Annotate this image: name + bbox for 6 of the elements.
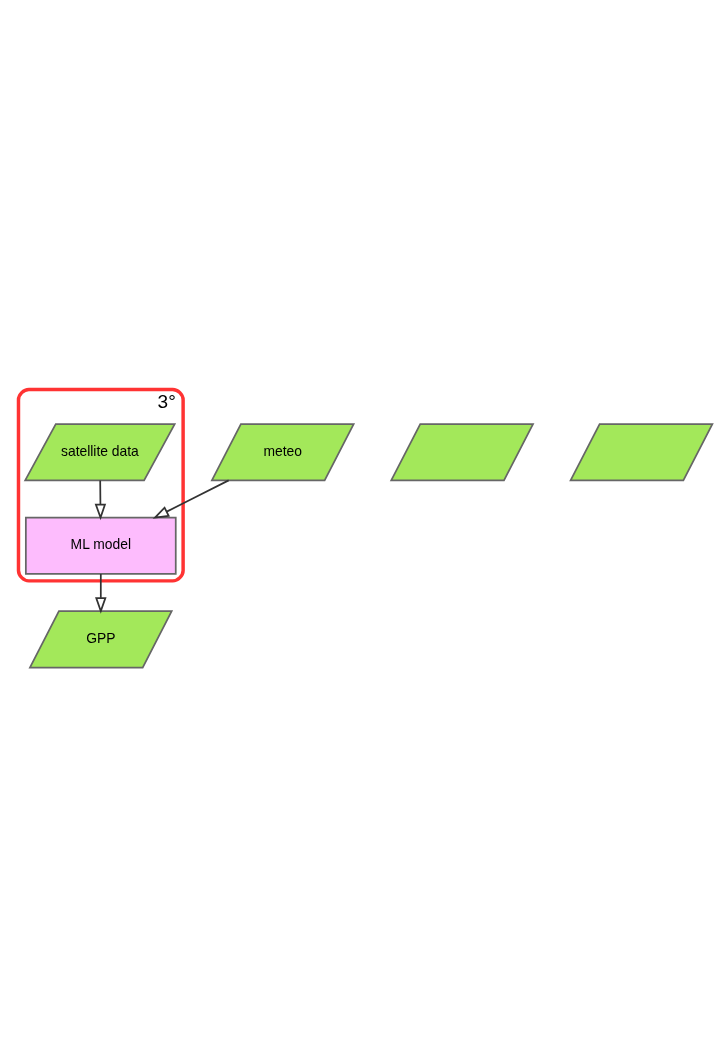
arrow: [95, 573, 107, 614]
node-box: ML model: [25, 516, 177, 575]
node-parallelogram: [569, 423, 714, 482]
arrow: [152, 479, 230, 519]
node-parallelogram: [389, 423, 535, 482]
arrow: [94, 479, 107, 521]
